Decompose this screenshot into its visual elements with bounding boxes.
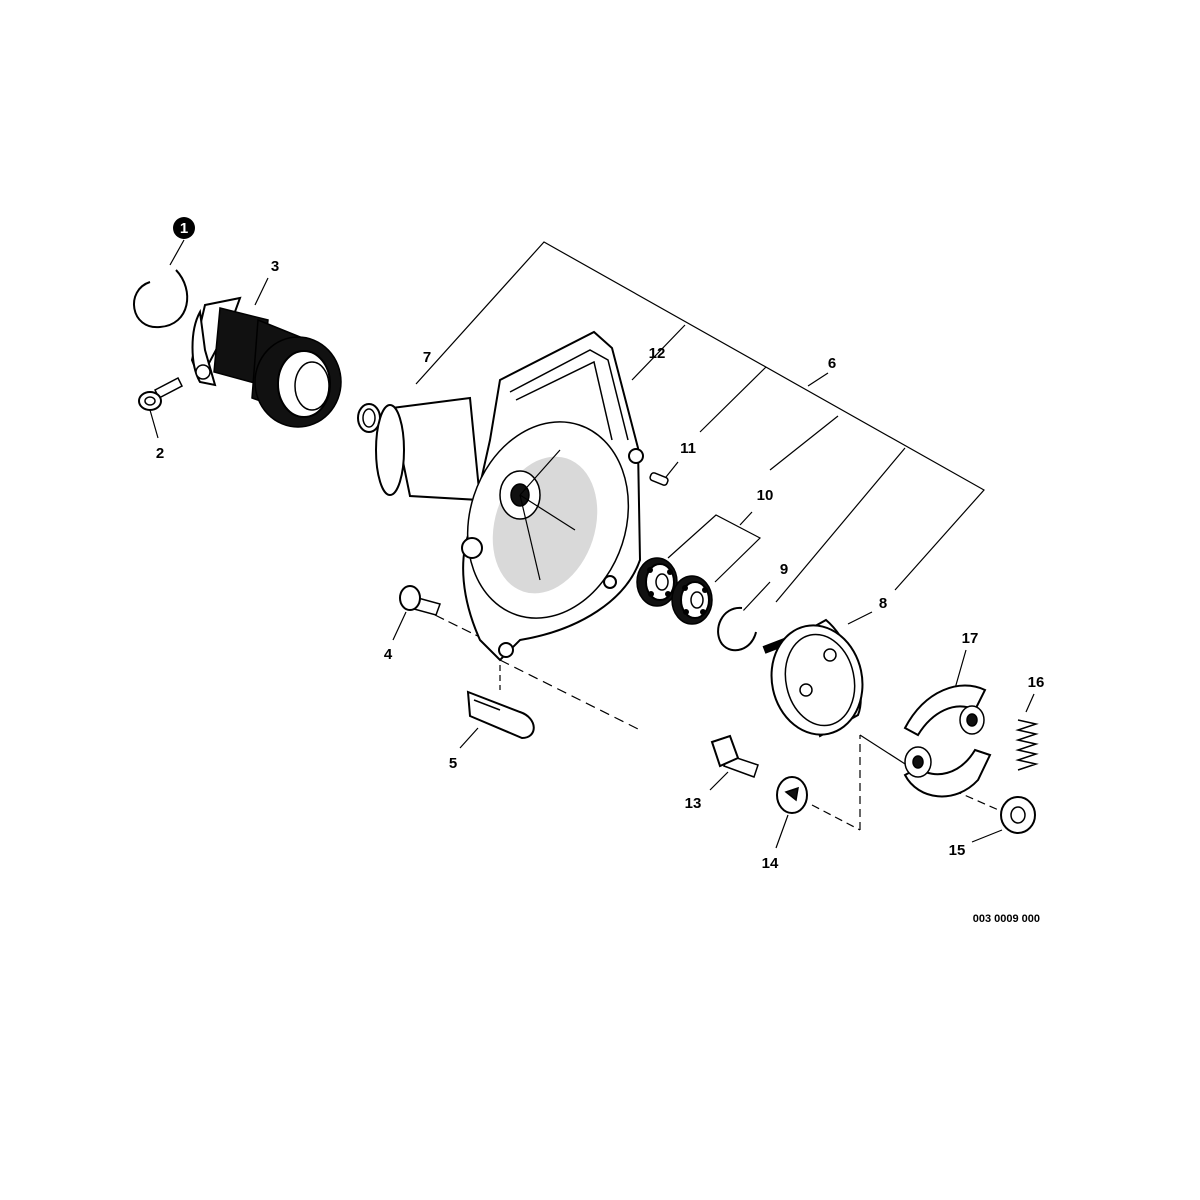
callout-15: 15	[949, 842, 966, 859]
clutch-housing-part-12	[375, 330, 644, 662]
callout-7: 7	[423, 349, 431, 366]
bracket-clip-part-5	[466, 690, 535, 740]
callout-4: 4	[384, 646, 393, 663]
screw-part-4	[399, 585, 441, 616]
bolt-part-13	[710, 734, 759, 778]
spring-part-16	[1015, 719, 1039, 771]
snap-ring-part-9	[717, 606, 757, 652]
clutch-drum-part-8	[762, 618, 864, 738]
bearing-holder-part-3	[190, 296, 342, 428]
screw-part-2	[138, 376, 184, 411]
washer-part-14	[776, 776, 808, 814]
callout-6: 6	[828, 355, 836, 372]
callout-17: 17	[962, 630, 979, 647]
clutch-shoe-lower	[903, 746, 992, 798]
ball-bearing-part-10a	[636, 557, 678, 607]
callout-3: 3	[271, 258, 279, 275]
callout-12: 12	[649, 345, 666, 362]
document-code: 003 0009 000	[973, 913, 1040, 925]
callout-5: 5	[449, 755, 457, 772]
svg-text:1: 1	[180, 220, 188, 237]
callout-13: 13	[685, 795, 702, 812]
pin-part-11	[649, 472, 669, 486]
snap-ring-part-1	[133, 269, 189, 329]
leader-lines	[149, 239, 1035, 849]
callout-10: 10	[757, 487, 774, 504]
callout-2: 2	[156, 445, 164, 462]
callout-11: 11	[680, 440, 696, 457]
callout-1: 1	[173, 217, 195, 239]
callout-8: 8	[879, 595, 887, 612]
washer-part-15	[1000, 796, 1036, 834]
ball-bearing-part-10b	[671, 575, 713, 625]
callout-14: 14	[762, 855, 779, 872]
callout-16: 16	[1028, 674, 1045, 691]
callout-9: 9	[780, 561, 788, 578]
retaining-ring-part-7	[357, 403, 381, 433]
clutch-shoe-part-17	[903, 684, 987, 737]
